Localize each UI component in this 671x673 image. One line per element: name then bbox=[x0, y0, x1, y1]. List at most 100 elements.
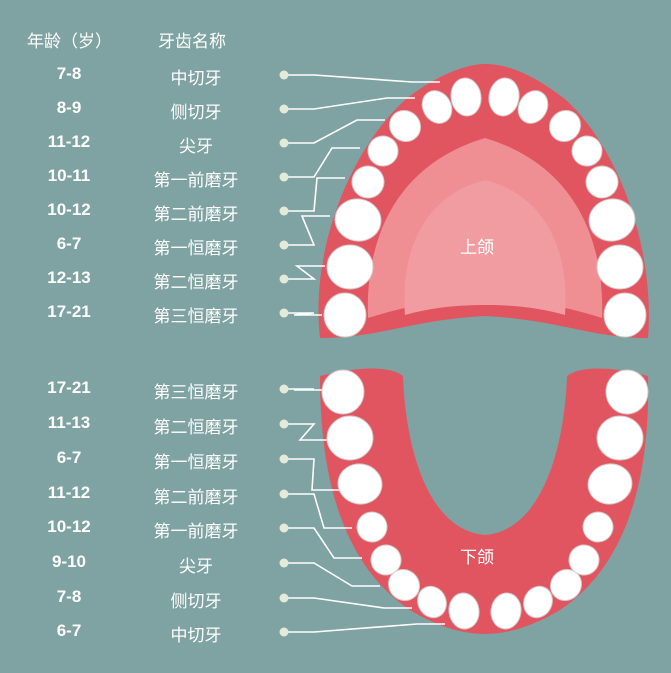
upper-left-tooth-5 bbox=[351, 165, 385, 199]
upper-jaw-label: 上颌 bbox=[460, 238, 494, 258]
lower-right-tooth-4 bbox=[582, 511, 614, 543]
upper-leader-5-line bbox=[284, 177, 345, 212]
lower-tooth-name-8: 中切牙 bbox=[170, 626, 222, 646]
upper-right-tooth-5 bbox=[585, 165, 619, 199]
upper-age-8: 17-21 bbox=[47, 302, 91, 321]
upper-leader-1-dot bbox=[279, 70, 289, 80]
lower-right-tooth-7 bbox=[523, 585, 553, 619]
upper-left-tooth-4 bbox=[367, 135, 399, 167]
lower-tooth-name-2: 第二恒磨牙 bbox=[153, 418, 239, 438]
upper-leader-4-line bbox=[284, 147, 360, 178]
lower-leader-8-line bbox=[284, 623, 445, 633]
upper-leader-1-line bbox=[284, 74, 440, 83]
upper-tooth-name-6: 第一恒磨牙 bbox=[153, 239, 239, 259]
lower-tooth-name-4: 第二前磨牙 bbox=[153, 488, 239, 508]
upper-age-1: 7-8 bbox=[56, 64, 82, 83]
lower-age-5: 10-12 bbox=[47, 517, 91, 536]
lower-leader-6-dot bbox=[279, 558, 289, 568]
lower-tooth-name-5: 第一前磨牙 bbox=[153, 522, 239, 542]
lower-left-tooth-8 bbox=[448, 592, 480, 630]
lower-age-8: 6-7 bbox=[56, 621, 82, 640]
upper-leader-4-dot bbox=[279, 172, 289, 182]
upper-leader-3-line bbox=[284, 119, 385, 144]
upper-left-tooth-1 bbox=[450, 77, 482, 117]
upper-leader-8-dot bbox=[279, 308, 289, 318]
lower-leader-8-dot bbox=[279, 627, 289, 637]
lower-leader-5-line bbox=[284, 527, 362, 559]
upper-tooth-name-1: 中切牙 bbox=[170, 69, 222, 89]
lower-leader-6-line bbox=[284, 562, 380, 587]
lower-left-tooth-5 bbox=[370, 544, 402, 576]
upper-leader-3-dot bbox=[279, 138, 289, 148]
upper-right-tooth-8 bbox=[603, 292, 647, 338]
lower-leader-3-line bbox=[284, 458, 340, 491]
lower-leader-2-dot bbox=[279, 419, 289, 429]
lower-left-tooth-4 bbox=[356, 511, 388, 543]
lower-age-4: 11-12 bbox=[47, 483, 91, 502]
upper-age-6: 6-7 bbox=[56, 234, 82, 253]
lower-leader-2-line bbox=[284, 423, 328, 441]
lower-gum bbox=[320, 368, 649, 634]
upper-age-2: 8-9 bbox=[56, 98, 82, 117]
upper-left-tooth-6 bbox=[334, 198, 382, 242]
upper-left-tooth-2 bbox=[421, 90, 453, 124]
lower-tooth-name-1: 第三恒磨牙 bbox=[153, 383, 239, 403]
lower-tooth-name-6: 尖牙 bbox=[179, 557, 213, 577]
lower-leader-1-line bbox=[284, 388, 322, 391]
lower-right-tooth-5 bbox=[568, 544, 600, 576]
lower-right-tooth-6 bbox=[549, 568, 583, 602]
lower-leader-1-dot bbox=[279, 384, 289, 394]
lower-right-tooth-1 bbox=[605, 369, 649, 415]
upper-leader-2-dot bbox=[279, 104, 289, 114]
lower-right-tooth-3 bbox=[587, 463, 633, 505]
upper-leader-6-line bbox=[284, 215, 330, 246]
upper-age-7: 12-13 bbox=[47, 268, 91, 287]
lower-left-tooth-6 bbox=[387, 568, 421, 602]
upper-leader-7-line bbox=[284, 265, 325, 280]
upper-leader-5-dot bbox=[279, 206, 289, 216]
lower-age-1: 17-21 bbox=[47, 378, 91, 397]
upper-left-tooth-7 bbox=[326, 244, 374, 290]
lower-left-tooth-3 bbox=[337, 463, 383, 505]
upper-age-5: 10-12 bbox=[47, 200, 91, 219]
upper-right-tooth-6 bbox=[588, 198, 636, 242]
lower-tooth-name-3: 第一恒磨牙 bbox=[153, 453, 239, 473]
upper-tooth-name-3: 尖牙 bbox=[179, 137, 213, 157]
upper-leader-2-line bbox=[284, 97, 415, 110]
lower-left-tooth-7 bbox=[417, 585, 447, 619]
lower-age-2: 11-13 bbox=[47, 413, 91, 432]
upper-right-tooth-3 bbox=[548, 109, 582, 143]
lower-leader-4-line bbox=[284, 493, 352, 529]
lower-right-tooth-2 bbox=[596, 415, 644, 461]
lower-leader-7-dot bbox=[279, 593, 289, 603]
upper-tooth-name-2: 侧切牙 bbox=[170, 103, 222, 123]
upper-palate-center bbox=[404, 180, 566, 315]
upper-age-3: 11-12 bbox=[47, 132, 91, 151]
lower-tooth-name-7: 侧切牙 bbox=[170, 592, 222, 612]
lower-leader-7-line bbox=[284, 597, 412, 609]
upper-tooth-name-8: 第三恒磨牙 bbox=[153, 307, 239, 327]
upper-leader-7-dot bbox=[279, 274, 289, 284]
tooth-name-column-header: 牙齿名称 bbox=[158, 32, 226, 52]
lower-leader-3-dot bbox=[279, 454, 289, 464]
lower-age-6: 9-10 bbox=[51, 552, 87, 571]
lower-age-7: 7-8 bbox=[56, 587, 82, 606]
upper-right-tooth-1 bbox=[488, 77, 520, 117]
upper-right-tooth-2 bbox=[517, 90, 549, 124]
upper-leader-6-dot bbox=[279, 240, 289, 250]
upper-tooth-name-7: 第二恒磨牙 bbox=[153, 273, 239, 293]
lower-age-3: 6-7 bbox=[56, 448, 82, 467]
lower-jaw-label: 下颌 bbox=[460, 548, 494, 568]
upper-tooth-name-4: 第一前磨牙 bbox=[153, 171, 239, 191]
upper-left-tooth-3 bbox=[388, 109, 422, 143]
upper-age-4: 10-11 bbox=[47, 166, 91, 185]
upper-right-tooth-7 bbox=[596, 244, 644, 290]
lower-left-tooth-2 bbox=[326, 415, 374, 461]
upper-tooth-name-5: 第二前磨牙 bbox=[153, 205, 239, 225]
upper-right-tooth-4 bbox=[571, 135, 603, 167]
lower-left-tooth-1 bbox=[321, 369, 365, 415]
upper-left-tooth-8 bbox=[323, 292, 367, 338]
age-column-header: 年龄（岁） bbox=[27, 32, 112, 52]
